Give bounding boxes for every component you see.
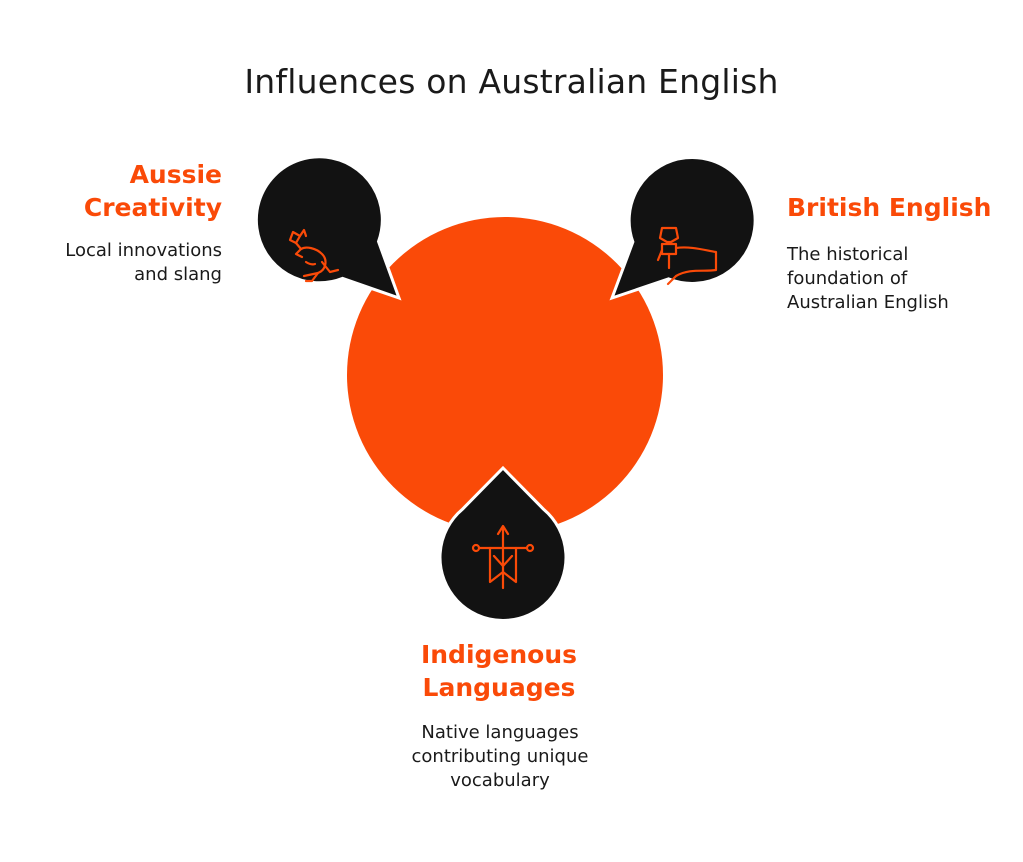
banner-flag-icon — [471, 524, 535, 590]
hand-holding-torch-icon — [656, 226, 718, 286]
teardrop-shape — [609, 156, 757, 301]
page-title: Influences on Australian English — [244, 62, 779, 101]
center-circle — [347, 217, 663, 533]
british-english-heading: British English — [787, 193, 992, 222]
kangaroo-icon — [288, 228, 340, 283]
indigenous-languages-heading: Indigenous Languages — [420, 640, 578, 702]
british-english-description: The historical foundation of Australian … — [787, 244, 949, 313]
aussie-creativity-node — [254, 155, 402, 301]
teardrop-shape — [254, 155, 402, 301]
aussie-creativity-description: Local innovations and slang — [65, 240, 222, 285]
british-english-node — [609, 156, 757, 301]
indigenous-languages-node — [438, 465, 568, 622]
indigenous-languages-description: Native languages contributing unique voc… — [411, 722, 589, 791]
aussie-creativity-heading: Aussie Creativity — [83, 160, 222, 222]
